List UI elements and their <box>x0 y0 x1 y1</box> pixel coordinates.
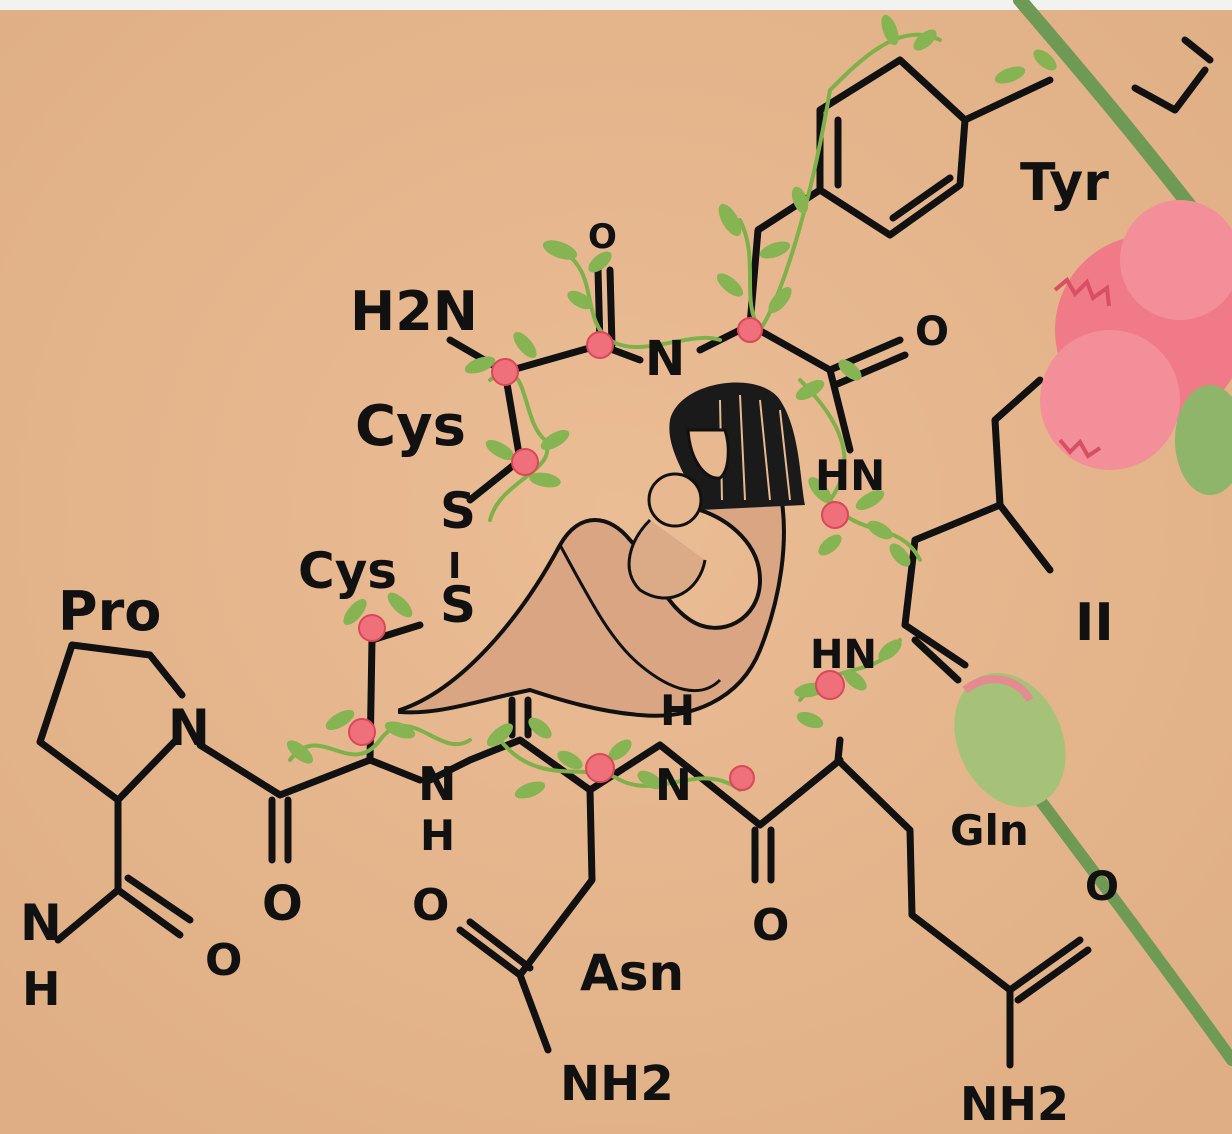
label-h-center: H <box>660 686 695 735</box>
label-nh2-asn: NH2 <box>560 1056 674 1112</box>
upper-carnation <box>1040 200 1232 495</box>
baby-body <box>627 518 707 600</box>
upper-carnation-sepal <box>1175 385 1232 495</box>
asn-side <box>456 786 596 1054</box>
label-o-gln: O <box>1085 864 1119 910</box>
tyr-backbone <box>696 186 909 454</box>
label-o-asn: O <box>412 880 449 931</box>
label-n-ring: N <box>168 699 210 757</box>
label-n-top: N <box>645 331 685 387</box>
label-o-right: O <box>915 309 949 355</box>
label-o-pro-amide: O <box>205 935 242 986</box>
vine-tyr <box>738 32 942 334</box>
baby-head <box>647 472 703 528</box>
label-nh2-gln: NH2 <box>960 1077 1069 1131</box>
label-pro: Pro <box>58 580 161 643</box>
label-cys-lower: Cys <box>298 542 397 600</box>
figure-hair <box>669 382 805 510</box>
label-hn-lower: HN <box>810 632 877 678</box>
pro-peptide-bond <box>196 741 374 864</box>
tyrosine-ring <box>816 56 1054 239</box>
leaves <box>286 14 1057 799</box>
figure-leg-line <box>558 544 722 693</box>
vine-bottom <box>498 738 742 792</box>
label-nh-h: H <box>22 962 61 1016</box>
figure-face <box>686 428 730 480</box>
label-s-bar: I <box>448 546 461 587</box>
label-s-lower: S <box>440 576 476 634</box>
gln-chain <box>834 736 1092 1069</box>
proline-carboxamide <box>54 796 194 944</box>
vine-left <box>288 724 472 762</box>
label-s-upper: S <box>440 482 476 540</box>
label-cys-upper: Cys <box>355 394 466 459</box>
isoleucine-side <box>901 376 1054 684</box>
label-h2n: H2N <box>350 280 478 343</box>
label-o-left: O <box>262 876 303 932</box>
mother-and-baby-figure <box>398 382 805 718</box>
label-ile-mark: II <box>1075 593 1114 653</box>
label-nh-n: N <box>20 894 62 952</box>
lower-carnation-bud <box>954 672 1066 808</box>
label-nh-bottom-h: H <box>420 811 455 860</box>
label-tyr: Tyr <box>1020 153 1109 213</box>
label-hn-right: HN <box>815 451 885 500</box>
label-o-mid: O <box>752 900 789 951</box>
right-bonds <box>1131 36 1214 114</box>
label-nh-bottom-n: N <box>418 757 457 811</box>
label-asn: Asn <box>580 944 684 1002</box>
lower-carnation-stem <box>1034 794 1232 1066</box>
label-gln: Gln <box>950 806 1029 855</box>
label-o-top: O <box>588 217 617 257</box>
paper-top-edge <box>0 0 1232 10</box>
flowers <box>348 317 849 791</box>
labels: H2N Cys S I S Cys Pro N N H O O N H O As… <box>20 153 1119 1131</box>
label-n-center: N <box>655 760 692 811</box>
